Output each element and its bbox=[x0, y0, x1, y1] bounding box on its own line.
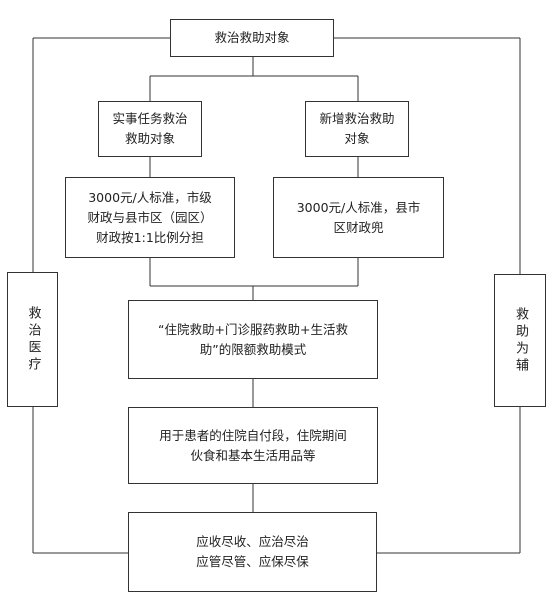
existing-target-label: 实事任务救治 救助对象 bbox=[112, 111, 188, 146]
fund-usage-box: 用于患者的住院自付段，住院期间 伙食和基本生活用品等 bbox=[128, 407, 378, 484]
new-funding-label: 3000元/人标准，县市 区财政兜 bbox=[296, 199, 421, 235]
goal-box: 应收尽收、应治尽治 应管尽管、应保尽保 bbox=[128, 512, 377, 592]
left-side-label: 救治医疗 bbox=[25, 305, 41, 374]
left-side-box: 救治医疗 bbox=[7, 272, 58, 407]
existing-target-box: 实事任务救治 救助对象 bbox=[98, 101, 202, 157]
top-node-box: 救治救助对象 bbox=[170, 19, 334, 57]
existing-funding-box: 3000元/人标准，市级 财政与县市区（园区） 财政按1:1比例分担 bbox=[65, 177, 235, 258]
assistance-mode-label: “住院救助+门诊服药救助+生活救 助”的限额救助模式 bbox=[158, 321, 348, 357]
new-target-box: 新增救治救助 对象 bbox=[305, 101, 409, 157]
assistance-mode-box: “住院救助+门诊服药救助+生活救 助”的限额救助模式 bbox=[128, 300, 378, 379]
top-node-label: 救治救助对象 bbox=[214, 30, 290, 45]
right-side-label: 救助为辅 bbox=[513, 306, 528, 375]
new-funding-box: 3000元/人标准，县市 区财政兜 bbox=[273, 177, 444, 258]
new-target-label: 新增救治救助 对象 bbox=[319, 111, 395, 146]
fund-usage-label: 用于患者的住院自付段，住院期间 伙食和基本生活用品等 bbox=[159, 427, 347, 463]
right-side-box: 救助为辅 bbox=[494, 274, 546, 407]
existing-funding-label: 3000元/人标准，市级 财政与县市区（园区） 财政按1:1比例分担 bbox=[87, 189, 213, 245]
goal-label: 应收尽收、应治尽治 应管尽管、应保尽保 bbox=[196, 534, 309, 569]
